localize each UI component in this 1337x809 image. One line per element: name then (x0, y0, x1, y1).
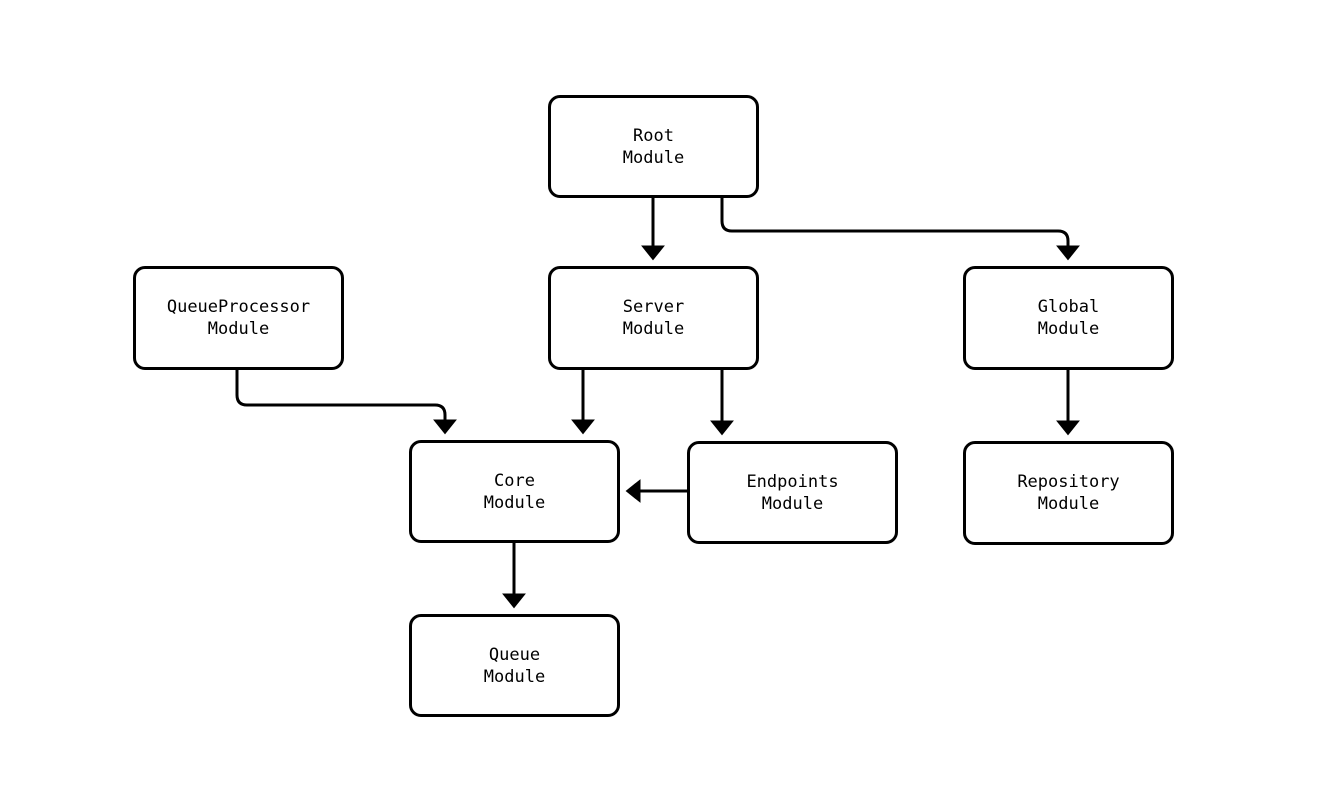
node-label-line2: Module (483, 666, 546, 687)
node-label-line2: Module (1037, 494, 1100, 514)
node-queueprocessor-module[interactable]: QueueProcessor Module (133, 266, 344, 370)
node-label-line2: Module (622, 147, 685, 168)
node-queue-module[interactable]: Queue Module (409, 614, 620, 717)
node-label-line1: Global (1037, 297, 1100, 317)
node-repository-module[interactable]: Repository Module (963, 441, 1174, 545)
edge-root-to-global (720, 198, 1080, 261)
node-label-line1: Core (494, 470, 535, 491)
node-label-line1: QueueProcessor (166, 297, 311, 317)
edge-queueprocessor-to-core (235, 370, 457, 435)
node-root-module[interactable]: Root Module (548, 95, 759, 198)
node-endpoints-module[interactable]: Endpoints Module (687, 441, 898, 544)
node-core-module[interactable]: Core Module (409, 440, 620, 543)
node-label-line1: Endpoints (746, 471, 839, 492)
node-label-line1: Queue (488, 644, 541, 665)
node-label-line2: Module (1037, 319, 1100, 339)
node-label-line2: Module (483, 492, 546, 513)
node-label-line1: Repository (1017, 472, 1120, 492)
node-label-line2: Module (761, 493, 824, 514)
node-global-module[interactable]: Global Module (963, 266, 1174, 370)
node-label-line2: Module (207, 319, 270, 339)
node-label-line1: Server (622, 297, 685, 317)
node-label-line1: Root (633, 125, 674, 146)
node-label-line2: Module (622, 319, 685, 339)
node-server-module[interactable]: Server Module (548, 266, 759, 370)
